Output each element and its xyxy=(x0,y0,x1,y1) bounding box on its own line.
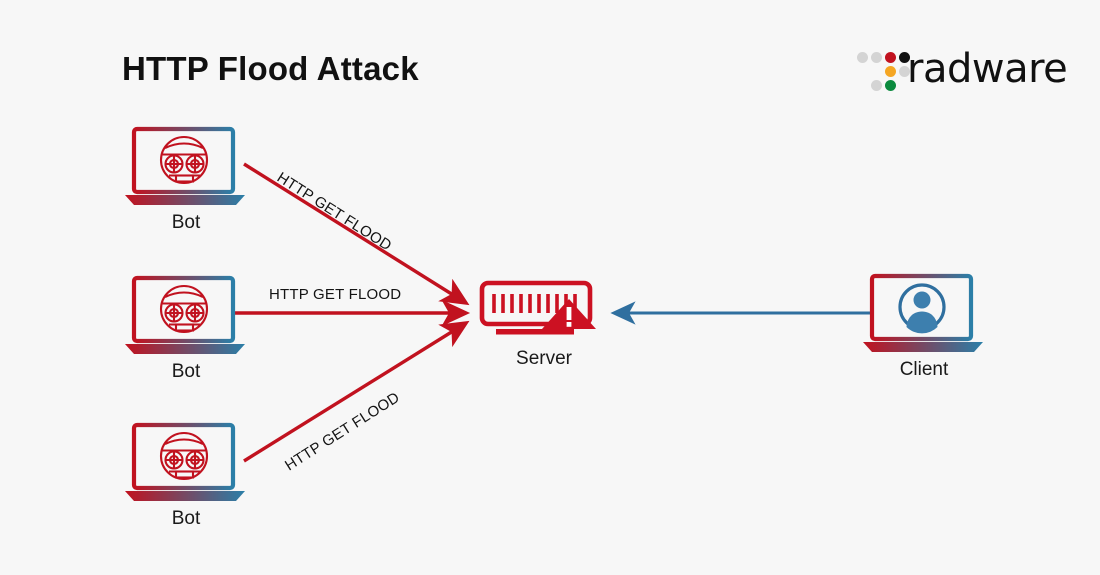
logo-dot-r1c2 xyxy=(871,52,882,63)
node-bot-3[interactable]: Bot xyxy=(124,422,246,529)
page-title: HTTP Flood Attack xyxy=(122,50,419,87)
node-label-client: Client xyxy=(899,359,949,380)
server-base-bar xyxy=(496,329,574,335)
logo-dot-grid xyxy=(857,52,910,94)
logo-dot-r3c3 xyxy=(885,80,896,91)
logo-dot-r1c4 xyxy=(899,52,910,63)
user-avatar-icon xyxy=(898,283,946,334)
node-label-bot-2: Bot xyxy=(171,361,201,382)
radware-logo: radware xyxy=(857,46,1068,100)
robot-face-icon xyxy=(159,431,209,481)
edge-label-bot1: HTTP GET FLOOD xyxy=(273,169,395,255)
node-server[interactable]: Server xyxy=(478,280,608,369)
node-client[interactable]: Client xyxy=(862,273,984,380)
edge-bot3-server xyxy=(243,320,470,463)
warning-triangle-icon xyxy=(542,299,596,329)
logo-dot-r2c3 xyxy=(885,66,896,77)
robot-face-icon xyxy=(159,135,209,185)
bot-laptop-icon xyxy=(125,126,245,205)
logo-dot-r1c1 xyxy=(857,52,868,63)
edge-label-bot3: HTTP GET FLOOD xyxy=(282,388,403,475)
server-icon xyxy=(479,280,596,335)
bot-laptop-icon xyxy=(125,422,245,501)
logo-dot-r3c2 xyxy=(871,80,882,91)
client-laptop-icon xyxy=(863,273,983,352)
logo-dot-r2c4 xyxy=(899,66,910,77)
logo-wordmark: radware xyxy=(907,46,1068,92)
node-label-server: Server xyxy=(516,348,572,369)
edge-label-bot2: HTTP GET FLOOD xyxy=(269,286,402,303)
node-bot-2[interactable]: Bot xyxy=(124,275,246,382)
bot-laptop-icon xyxy=(125,275,245,354)
robot-face-icon xyxy=(159,284,209,334)
node-label-bot-1: Bot xyxy=(171,212,201,233)
node-label-bot-3: Bot xyxy=(171,508,201,529)
logo-dot-r1c3 xyxy=(885,52,896,63)
node-bot-1[interactable]: Bot xyxy=(124,126,246,233)
